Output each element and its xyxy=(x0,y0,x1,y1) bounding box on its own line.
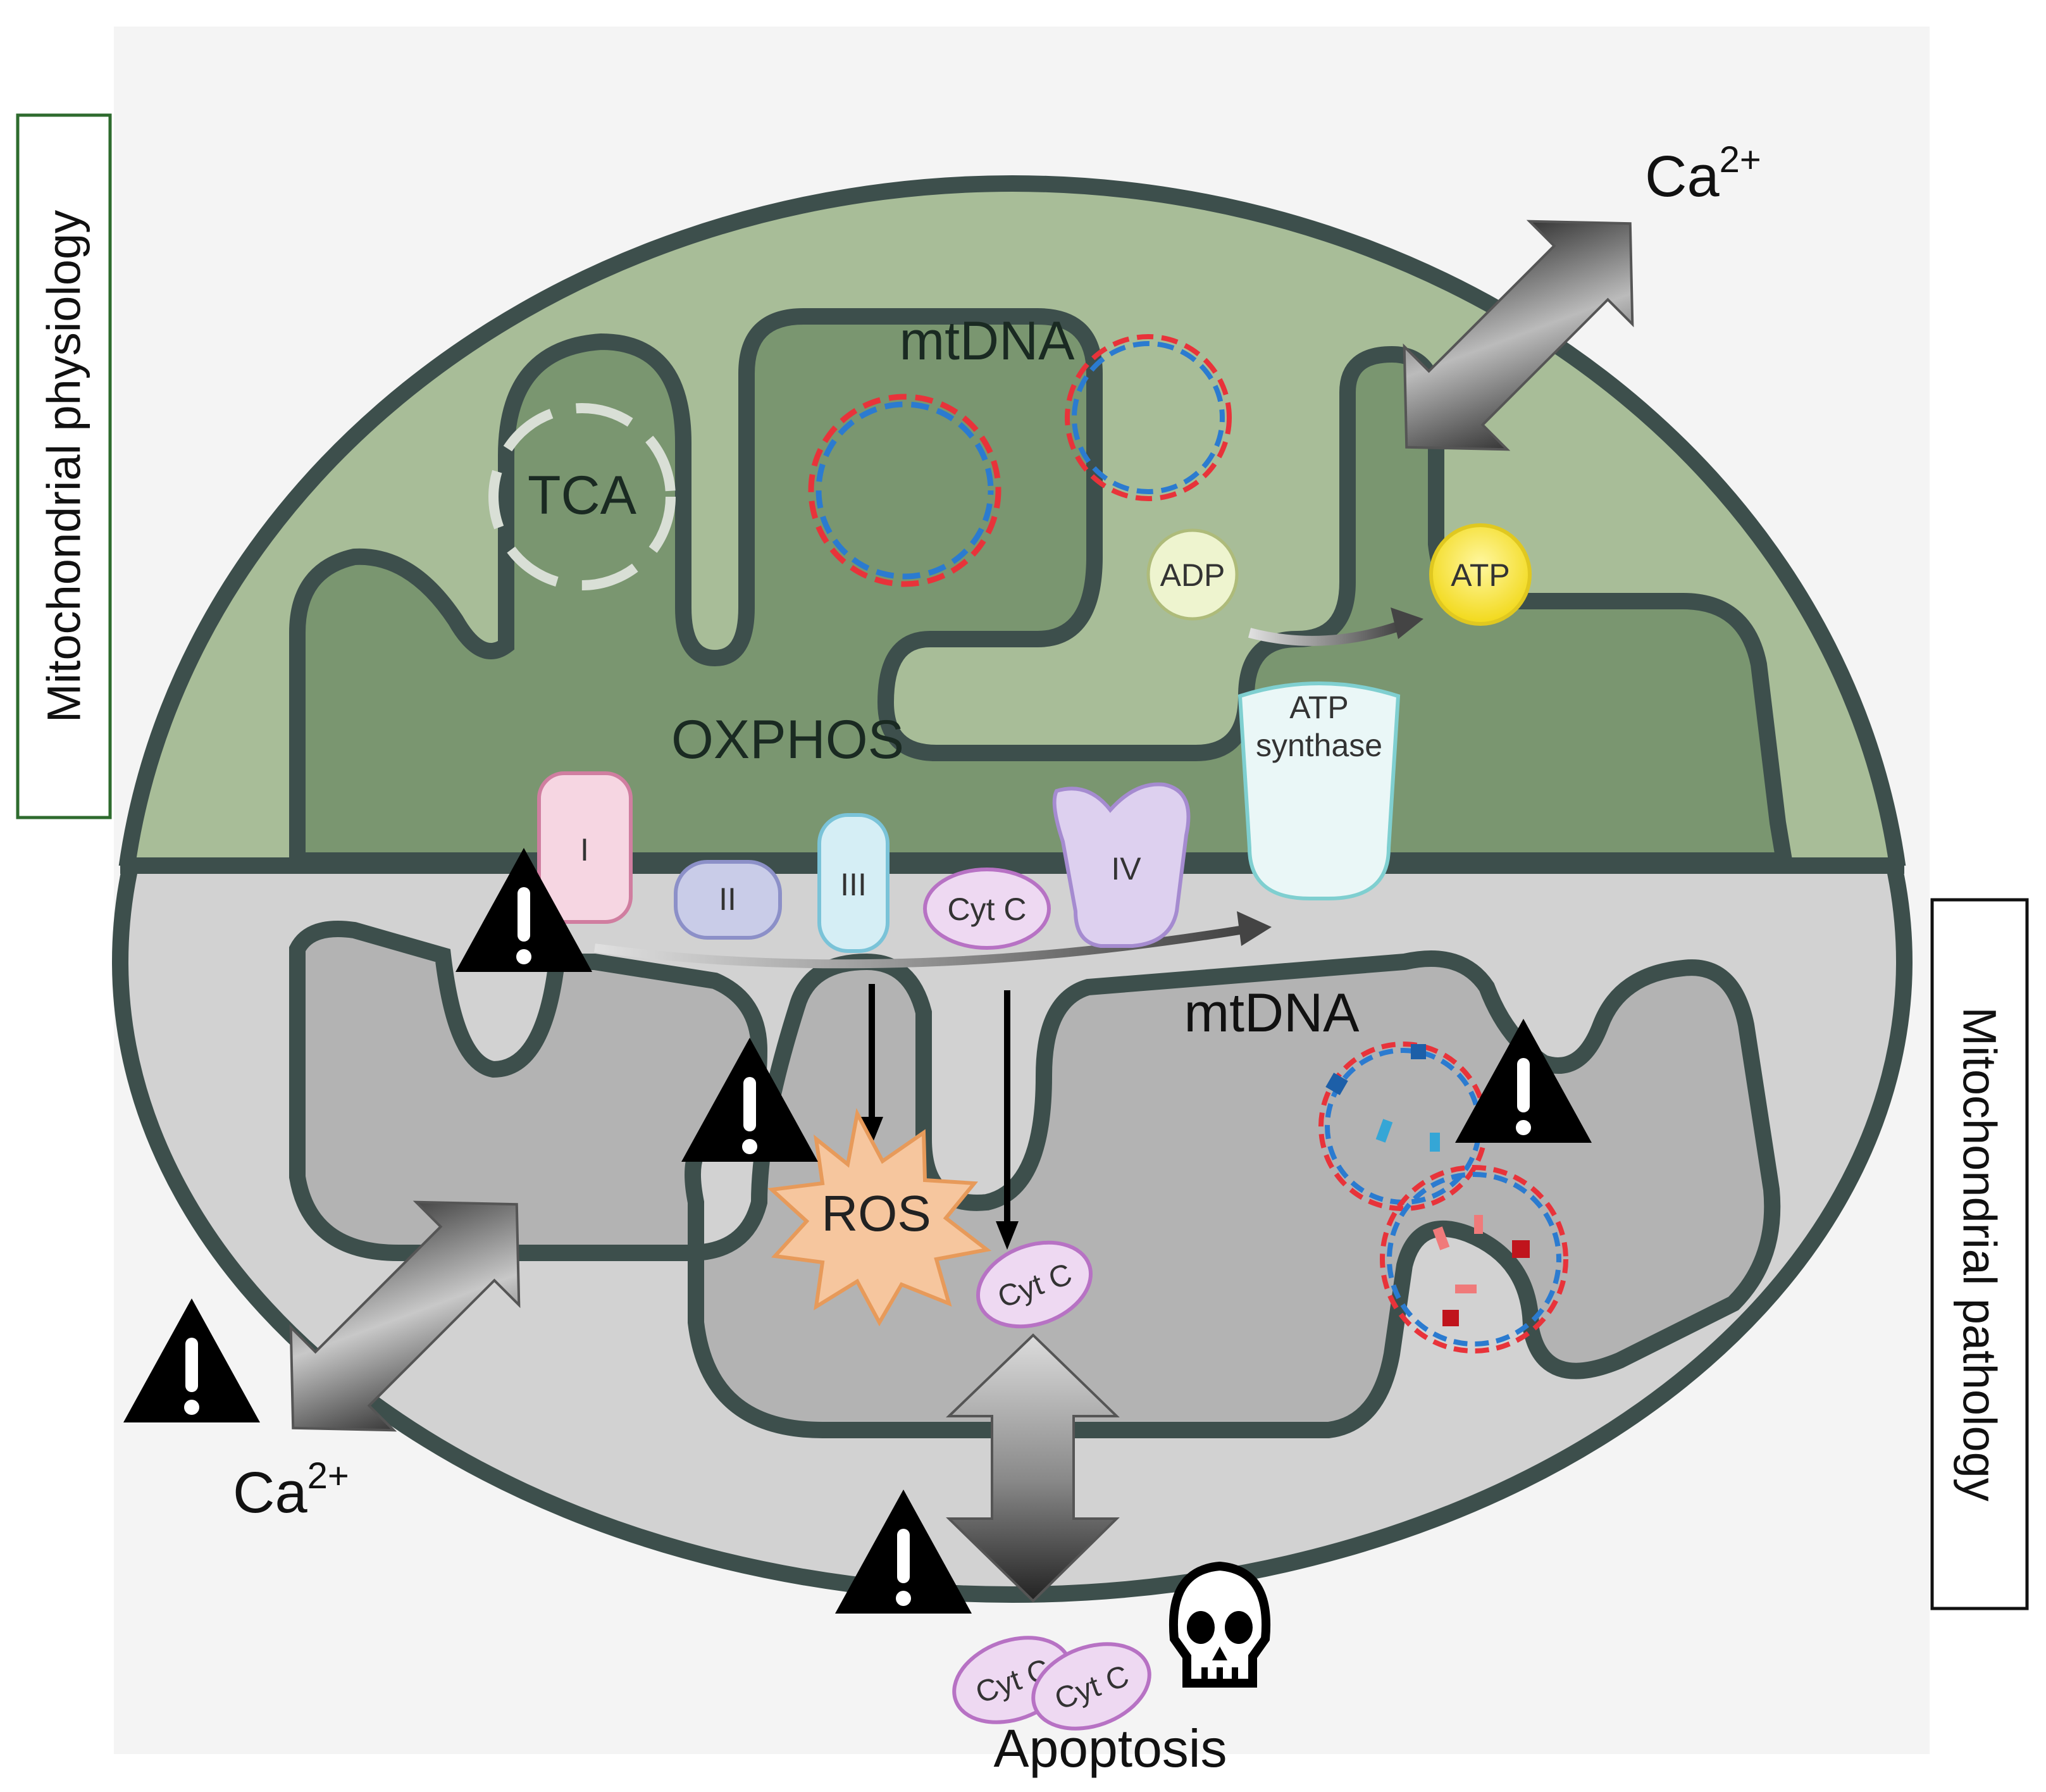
atp-label: ATP xyxy=(1451,557,1510,593)
double-arrow-icon-calcium-top xyxy=(1403,220,1634,451)
adp-badge: ADP xyxy=(1146,528,1239,621)
electron-flow-arrowhead xyxy=(1237,911,1272,946)
cytc-membrane: Cyt C xyxy=(923,868,1051,950)
arrow-to-ros-head xyxy=(860,1117,883,1145)
warning-icon xyxy=(456,848,592,972)
double-arrow-icon-release xyxy=(946,1333,1120,1603)
physiology-label-box: Mitochondrial physiology xyxy=(16,113,112,819)
complex-ii-label: II xyxy=(719,881,736,917)
cycle-arrows-icon xyxy=(488,403,676,590)
complex-i-label: I xyxy=(580,832,589,868)
complex-iv: IV xyxy=(1052,782,1191,948)
atp-synthase-label-2: synthase xyxy=(1256,728,1382,763)
atp-synthase: ATP synthase xyxy=(1237,681,1401,900)
arrow-to-cytc-head xyxy=(996,1221,1019,1250)
pathology-label: Mitochondrial pathology xyxy=(1954,1007,2006,1502)
adp-to-atp-arrowhead xyxy=(1391,607,1423,639)
warning-icon xyxy=(681,1038,818,1162)
complex-i: I xyxy=(537,771,633,924)
complex-iii: III xyxy=(817,813,890,953)
tca-label: TCA xyxy=(528,465,637,526)
double-arrow-icon-calcium-bottom xyxy=(289,1200,521,1432)
adp-to-atp-arrow xyxy=(1248,621,1400,646)
cytc-outside-2: Cyt C xyxy=(1031,1642,1151,1731)
pathology-label-box: Mitochondrial pathology xyxy=(1930,898,2029,1610)
mtdna-healthy-2 xyxy=(1065,334,1232,501)
atp-synthase-label-1: ATP xyxy=(1289,690,1349,725)
cytc-membrane-label: Cyt C xyxy=(948,892,1027,927)
calcium-arrow-top xyxy=(1403,220,1634,451)
calcium-label-top: Ca2+ xyxy=(1645,139,1761,209)
adp-label: ADP xyxy=(1160,557,1225,593)
complex-ii: II xyxy=(674,860,782,940)
ros-burst: ROS xyxy=(767,1108,992,1327)
warning-icon xyxy=(123,1298,260,1422)
calcium-arrow-bottom xyxy=(289,1200,521,1432)
mtdna-healthy-1 xyxy=(808,394,1001,587)
complex-iv-label: IV xyxy=(1111,851,1141,887)
calcium-label-bottom: Ca2+ xyxy=(233,1455,349,1525)
physiology-label: Mitochondrial physiology xyxy=(38,210,90,723)
warning-icon xyxy=(1455,1019,1592,1143)
apoptosis-label: Apoptosis xyxy=(994,1719,1227,1778)
mtdna-label-bottom: mtDNA xyxy=(1184,983,1360,1043)
atp-badge: ATP xyxy=(1429,523,1532,626)
complex-iii-label: III xyxy=(840,867,867,902)
oxphos-label: OXPHOS xyxy=(671,709,904,770)
ros-label: ROS xyxy=(821,1185,931,1241)
mtdna-label-top: mtDNA xyxy=(899,311,1075,371)
warning-icon xyxy=(835,1490,972,1614)
cytc-released: Cyt C xyxy=(976,1240,1093,1329)
tca-cycle: TCA xyxy=(488,403,676,590)
skull-icon xyxy=(1169,1561,1270,1688)
